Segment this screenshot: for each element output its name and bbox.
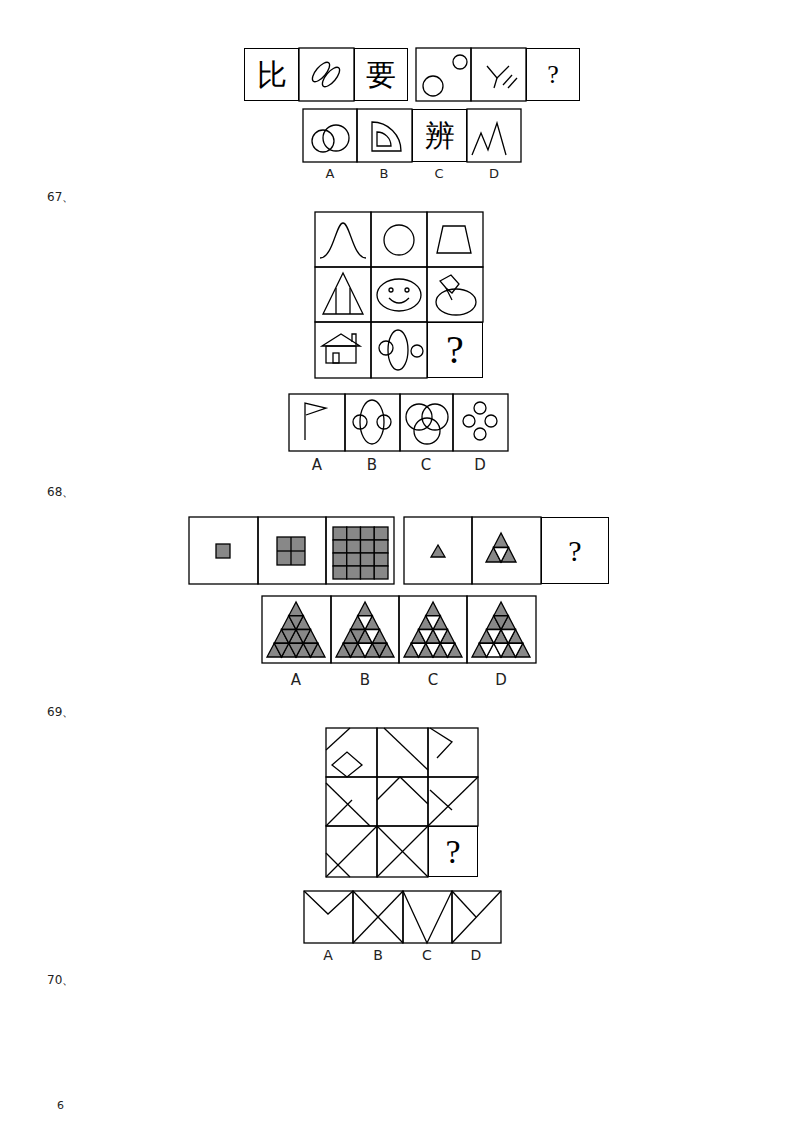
grid-cell (347, 553, 361, 566)
triangle-piece (426, 602, 441, 616)
triangle-piece (501, 630, 516, 644)
triangle-piece (411, 643, 426, 657)
triangle-piece (479, 643, 494, 657)
triangle-piece (365, 630, 380, 644)
triangle-piece (358, 602, 373, 616)
grid-cell (374, 540, 388, 553)
triangle-piece (282, 630, 297, 644)
triangle-piece (351, 630, 366, 644)
triangle-piece (372, 643, 387, 657)
cell-text: ? (547, 62, 559, 88)
option-letter: D (495, 673, 507, 688)
grid-cell (361, 553, 375, 566)
grid-cell (361, 527, 375, 540)
grid-cell (347, 527, 361, 540)
cell-text: 辨 (425, 121, 455, 151)
question-number: 70、 (47, 974, 74, 986)
triangle-piece (494, 533, 509, 548)
puzzle-cell: 要 (354, 48, 408, 101)
grid-cell (374, 553, 388, 566)
cell-text: ? (568, 536, 581, 566)
grid-cell (361, 540, 375, 553)
option-letter: C (422, 948, 432, 962)
triangle-piece (303, 643, 318, 657)
triangle-piece (494, 602, 509, 616)
grid-cell (374, 527, 388, 540)
triangle-piece (487, 630, 502, 644)
cell-text: 比 (257, 60, 287, 90)
option-letter: C (421, 458, 431, 473)
puzzle-cell: 辨 (412, 109, 467, 162)
triangle-piece (433, 630, 448, 644)
grid-cell (333, 566, 347, 579)
grid-cell (347, 540, 361, 553)
triangle-piece (440, 643, 455, 657)
triangle-piece (274, 643, 289, 657)
cell-text: ? (445, 835, 460, 869)
question-number: 67、 (47, 191, 74, 203)
triangle-piece (494, 548, 509, 563)
option-letter: A (312, 458, 322, 473)
option-letter: A (323, 948, 333, 962)
puzzle-cell: ? (526, 48, 580, 101)
triangle-piece (343, 643, 358, 657)
grid-cell (333, 527, 347, 540)
grid-cell (333, 540, 347, 553)
triangle-piece (289, 602, 304, 616)
option-letter: D (489, 167, 499, 180)
triangle-piece (494, 616, 509, 630)
puzzle-cell: 比 (244, 48, 299, 101)
grid-cell (361, 566, 375, 579)
question-number: 69、 (47, 706, 74, 718)
question-number: 6 (57, 1100, 64, 1111)
grid-cell (333, 553, 347, 566)
cell-text: 要 (366, 60, 396, 90)
option-letter: B (373, 948, 383, 962)
option-letter: A (291, 673, 301, 688)
triangle-piece (494, 643, 509, 657)
grid-cell (347, 566, 361, 579)
triangle-piece (426, 643, 441, 657)
option-letter: B (380, 167, 389, 180)
triangle-piece (296, 630, 311, 644)
triangle-piece (358, 643, 373, 657)
puzzle-cell: ? (427, 322, 483, 378)
option-letter: D (471, 948, 482, 962)
question-number: 68、 (47, 486, 74, 498)
cell-text: ? (446, 330, 464, 370)
option-letter: A (326, 167, 335, 180)
triangle-piece (508, 643, 523, 657)
option-letter: B (367, 458, 377, 473)
triangle-piece (426, 616, 441, 630)
triangle-piece (358, 616, 373, 630)
puzzle-cell: ? (541, 517, 609, 584)
option-letter: D (474, 458, 486, 473)
triangle-piece (419, 630, 434, 644)
option-letter: B (360, 673, 370, 688)
puzzle-cell: ? (428, 826, 478, 877)
triangle-piece (289, 643, 304, 657)
option-letter: C (434, 167, 443, 180)
triangle-piece (289, 616, 304, 630)
grid-cell (374, 566, 388, 579)
option-letter: C (428, 673, 438, 688)
